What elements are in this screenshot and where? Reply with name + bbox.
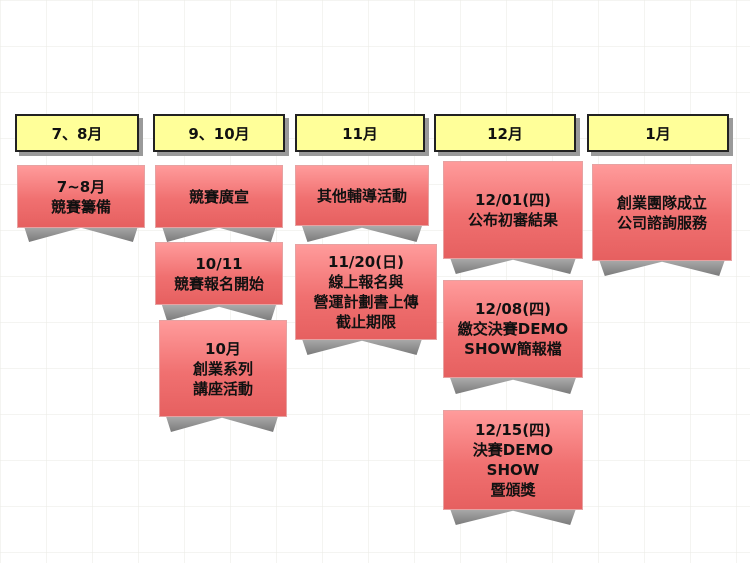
header-jan: 1月 [587, 114, 729, 152]
card-final: 12/15(四) 決賽DEMO SHOW 暨頒獎 [443, 410, 583, 510]
card-lecture: 10月 創業系列 講座活動 [159, 320, 287, 417]
header-nov: 11月 [295, 114, 425, 152]
card-promo: 競賽廣宣 [155, 165, 283, 228]
card-prelim: 12/01(四) 公布初審結果 [443, 161, 583, 259]
header-sep-oct: 9、10月 [153, 114, 285, 152]
card-demo-submit: 12/08(四) 繳交決賽DEMO SHOW簡報檔 [443, 280, 583, 378]
card-jul-aug-prep: 7~8月 競賽籌備 [17, 165, 145, 228]
card-deadline: 11/20(日) 線上報名與 營運計劃書上傳 截止期限 [295, 244, 437, 340]
card-reg-open: 10/11 競賽報名開始 [155, 242, 283, 305]
header-dec: 12月 [434, 114, 576, 152]
card-coaching: 其他輔導活動 [295, 165, 429, 226]
card-team: 創業團隊成立 公司諮詢服務 [592, 164, 732, 261]
header-jul-aug: 7、8月 [15, 114, 139, 152]
